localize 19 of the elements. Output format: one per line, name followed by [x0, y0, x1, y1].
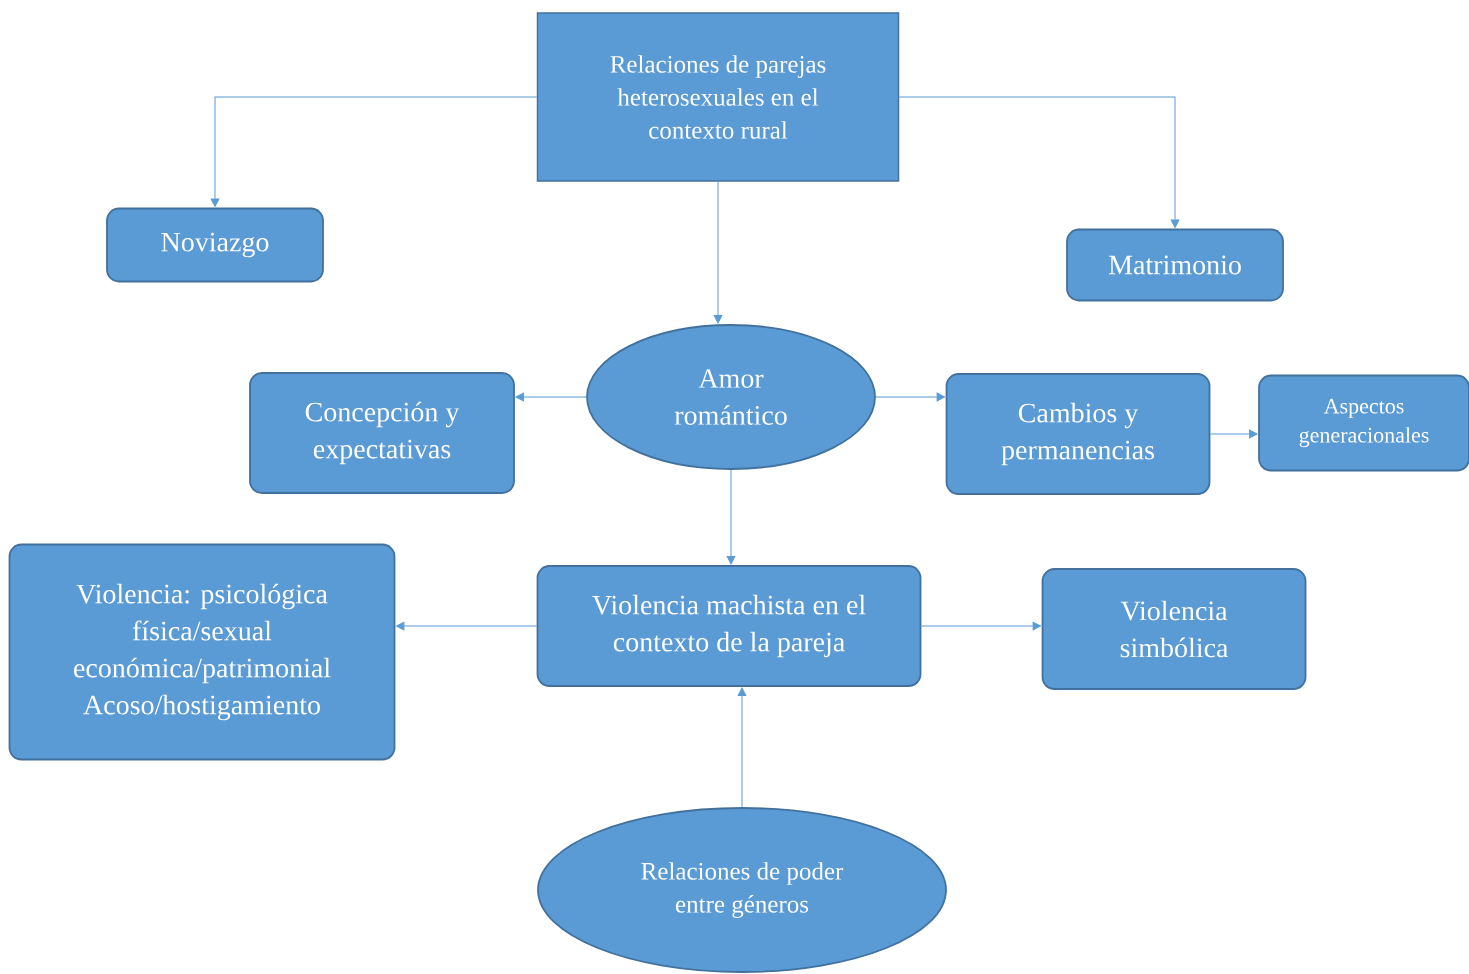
process-box: Violencia: psicológica física/sexual económica/patrimonial Acoso/hostigamiento	[8, 543, 396, 761]
arrow	[875, 392, 945, 402]
arrow	[210, 96, 538, 207]
process-box: Aspectos generacionales	[1258, 374, 1469, 472]
arrow	[726, 469, 736, 565]
process-box: Concepción y expectativas	[249, 372, 515, 494]
process-box: Relaciones de parejas heterosexuales en el contexto rural	[536, 12, 900, 182]
arrow	[713, 181, 723, 324]
arrow	[515, 392, 587, 402]
process-box: Violencia machista en el contexto de la pareja	[536, 565, 922, 687]
arrow	[898, 96, 1180, 228]
process-box: Matrimonio	[1066, 228, 1284, 302]
arrow	[1209, 429, 1258, 439]
process-box: Cambios y permanencias	[945, 373, 1211, 495]
arrow	[396, 621, 538, 631]
arrow	[920, 621, 1041, 631]
process-box: Violencia simbólica	[1041, 568, 1307, 690]
arrow	[737, 687, 747, 808]
process-box: Noviazgo	[106, 207, 324, 283]
